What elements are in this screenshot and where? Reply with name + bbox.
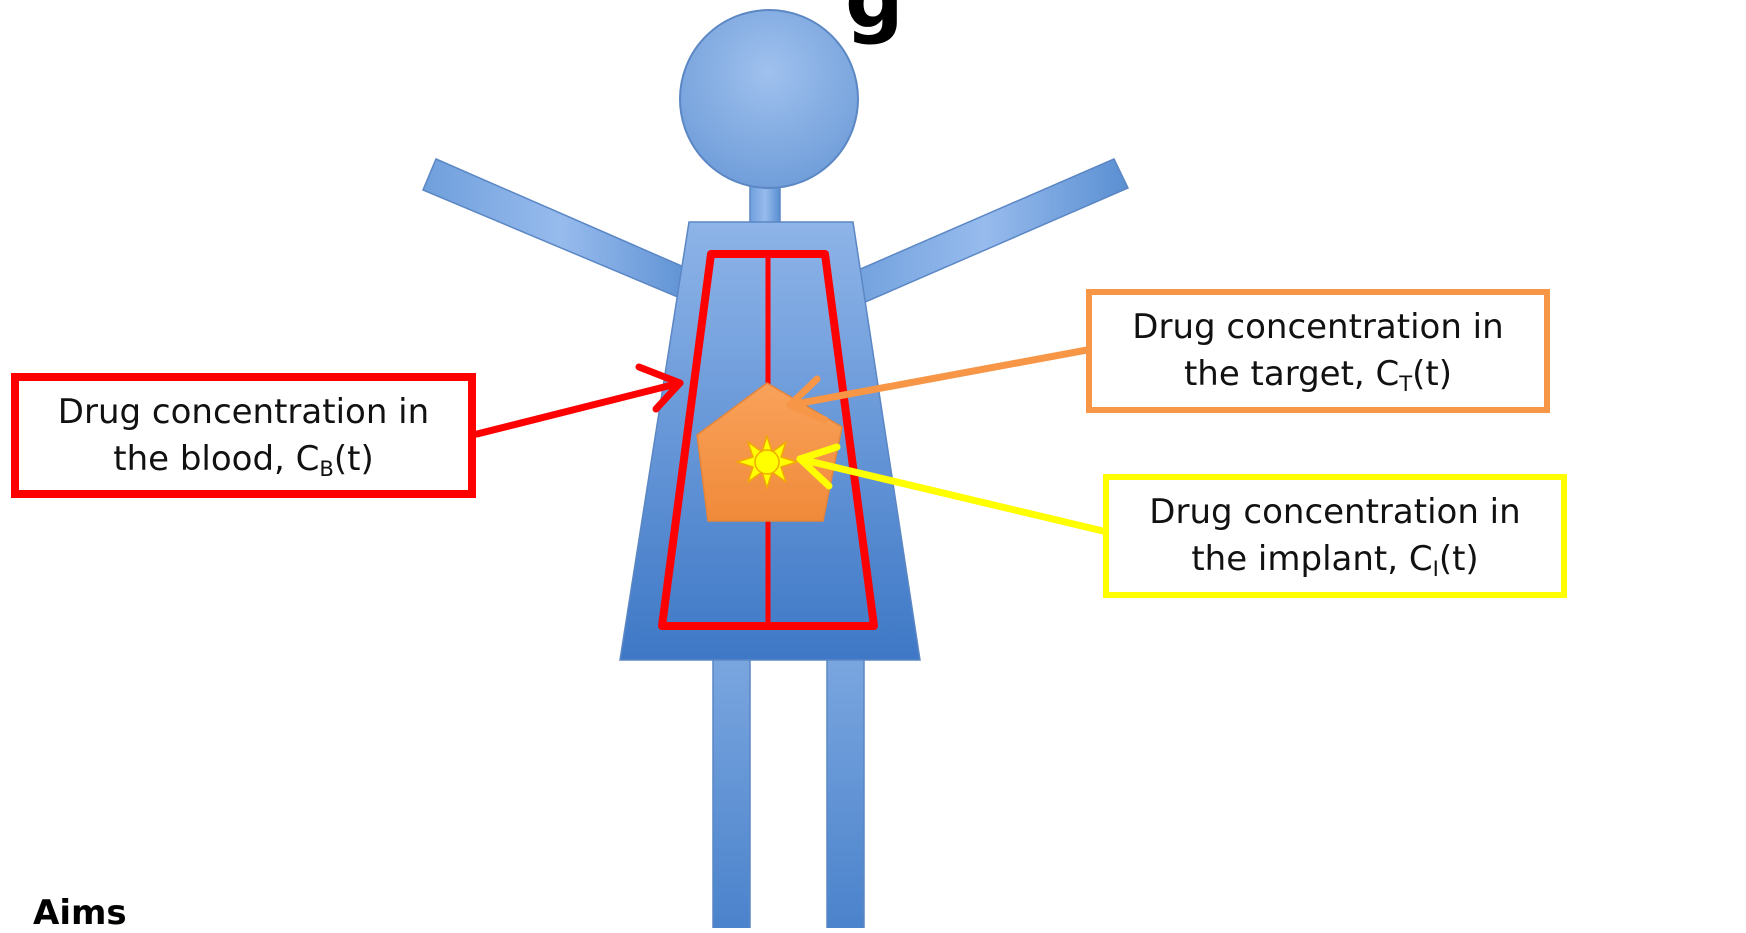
- target-label-line1: Drug concentration in: [1132, 304, 1503, 351]
- implant-label-line2: the implant, CI(t): [1191, 536, 1478, 583]
- right-leg: [827, 658, 864, 928]
- blood-label-line2: the blood, CB(t): [113, 436, 374, 483]
- head: [680, 10, 858, 188]
- blood-label-subscript: B: [319, 455, 333, 480]
- implant-label-prefix: the implant, C: [1191, 539, 1432, 579]
- blood-label-line1: Drug concentration in: [58, 389, 429, 436]
- implant-concentration-label: Drug concentration in the implant, CI(t): [1103, 474, 1567, 598]
- blood-arrow: [477, 367, 680, 434]
- blood-label-prefix: the blood, C: [113, 439, 319, 479]
- target-label-suffix: (t): [1412, 354, 1452, 394]
- target-concentration-label: Drug concentration in the target, CT(t): [1086, 289, 1550, 413]
- target-label-prefix: the target, C: [1184, 354, 1399, 394]
- left-leg: [713, 658, 750, 928]
- target-label-subscript: T: [1399, 371, 1412, 396]
- right-arm: [842, 159, 1128, 306]
- implant-label-suffix: (t): [1439, 539, 1479, 579]
- blood-label-suffix: (t): [334, 439, 374, 479]
- implant-label-line1: Drug concentration in: [1149, 489, 1520, 536]
- blood-concentration-label: Drug concentration in the blood, CB(t): [11, 373, 476, 498]
- left-arm: [423, 159, 700, 300]
- aims-heading: Aims: [33, 893, 127, 933]
- target-label-line2: the target, CT(t): [1184, 351, 1452, 398]
